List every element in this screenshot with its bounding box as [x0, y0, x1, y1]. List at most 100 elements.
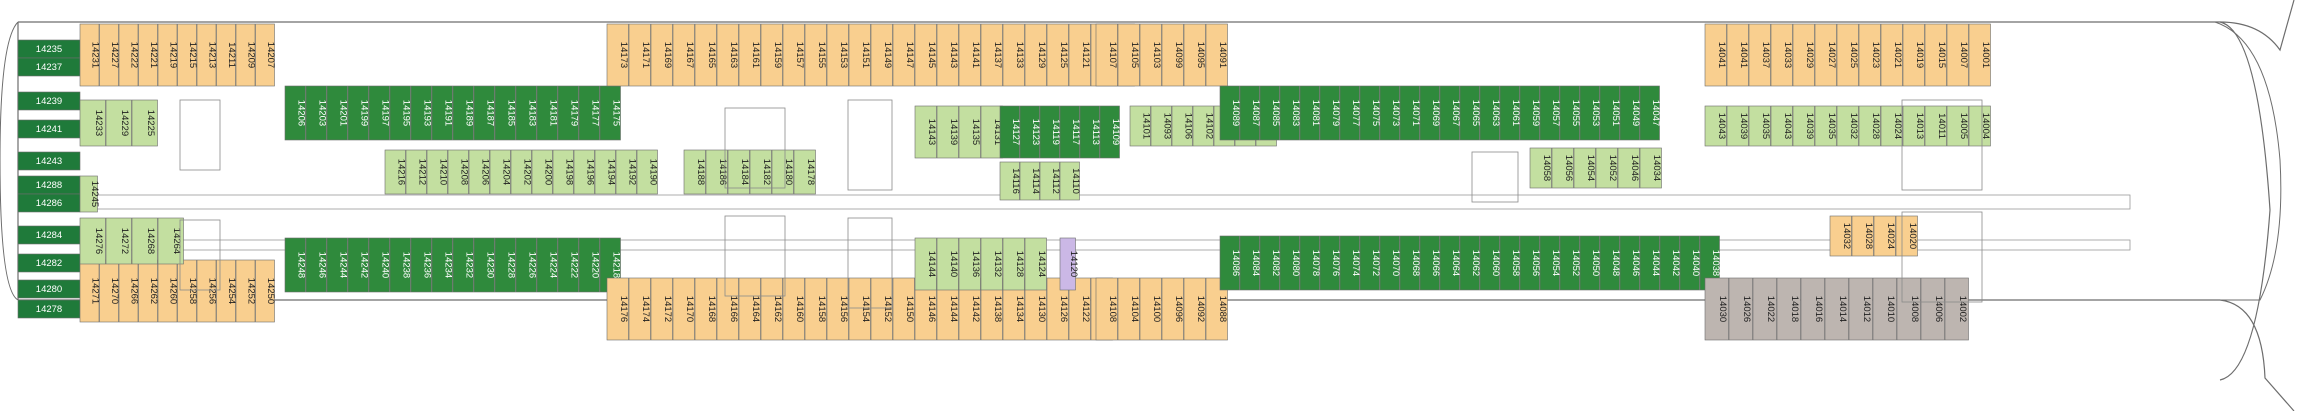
cabin-14172[interactable]: 14172	[650, 277, 673, 341]
cabin-14105[interactable]: 14105	[1117, 23, 1140, 87]
cabin-14160[interactable]: 14160	[782, 277, 805, 341]
cabin-14116[interactable]: 14116	[999, 161, 1021, 201]
cabin-14058[interactable]: 14058	[1499, 235, 1521, 291]
cabin-14048[interactable]: 14048	[1599, 235, 1621, 291]
cabin-14034[interactable]: 14034	[1639, 147, 1662, 189]
cabin-14139[interactable]: 14139	[936, 105, 959, 159]
cabin-14058[interactable]: 14058	[1529, 147, 1552, 189]
cabin-14006[interactable]: 14006	[1920, 277, 1945, 341]
cabin-14065[interactable]: 14065	[1459, 85, 1481, 141]
cabin-14002[interactable]: 14002	[1944, 277, 1969, 341]
cabin-14056[interactable]: 14056	[1519, 235, 1541, 291]
cabin-14180[interactable]: 14180	[771, 149, 794, 195]
cabin-14256[interactable]: 14256	[196, 259, 218, 323]
cabin-14182[interactable]: 14182	[749, 149, 772, 195]
cabin-14235[interactable]: 14235	[17, 39, 81, 59]
cabin-14062[interactable]: 14062	[1459, 235, 1481, 291]
cabin-14213[interactable]: 14213	[196, 23, 218, 87]
cabin-14189[interactable]: 14189	[452, 85, 474, 141]
cabin-14226[interactable]: 14226	[515, 237, 537, 293]
cabin-14096[interactable]: 14096	[1161, 277, 1184, 341]
cabin-14178[interactable]: 14178	[793, 149, 816, 195]
cabin-14140[interactable]: 14140	[936, 237, 959, 291]
cabin-14088[interactable]: 14088	[1205, 277, 1228, 341]
cabin-14232[interactable]: 14232	[452, 237, 474, 293]
cabin-14220[interactable]: 14220	[578, 237, 600, 293]
cabin-14264[interactable]: 14264	[157, 217, 184, 265]
cabin-14013[interactable]: 14013	[1902, 105, 1925, 147]
cabin-14032[interactable]: 14032	[1836, 105, 1859, 147]
cabin-14262[interactable]: 14262	[138, 259, 160, 323]
cabin-14099[interactable]: 14099	[1161, 23, 1184, 87]
cabin-14231[interactable]: 14231	[79, 23, 101, 87]
cabin-14011[interactable]: 14011	[1924, 105, 1947, 147]
cabin-14266[interactable]: 14266	[118, 259, 140, 323]
cabin-14187[interactable]: 14187	[473, 85, 495, 141]
cabin-14216[interactable]: 14216	[384, 149, 406, 195]
cabin-14138[interactable]: 14138	[980, 277, 1003, 341]
cabin-14158[interactable]: 14158	[804, 277, 827, 341]
cabin-14014[interactable]: 14014	[1824, 277, 1849, 341]
cabin-14057[interactable]: 14057	[1539, 85, 1561, 141]
cabin-14240[interactable]: 14240	[368, 237, 390, 293]
cabin-14234[interactable]: 14234	[431, 237, 453, 293]
cabin-14039[interactable]: 14039	[1726, 105, 1749, 147]
cabin-14197[interactable]: 14197	[368, 85, 390, 141]
cabin-14071[interactable]: 14071	[1399, 85, 1421, 141]
cabin-14029[interactable]: 14029	[1792, 23, 1815, 87]
cabin-14143[interactable]: 14143	[914, 105, 937, 159]
cabin-14081[interactable]: 14081	[1299, 85, 1321, 141]
cabin-14107[interactable]: 14107	[1095, 23, 1118, 87]
cabin-14067[interactable]: 14067	[1439, 85, 1461, 141]
cabin-14018[interactable]: 14018	[1776, 277, 1801, 341]
cabin-14007[interactable]: 14007	[1946, 23, 1969, 87]
cabin-14161[interactable]: 14161	[738, 23, 761, 87]
cabin-14066[interactable]: 14066	[1419, 235, 1441, 291]
cabin-14181[interactable]: 14181	[536, 85, 558, 141]
cabin-14125[interactable]: 14125	[1046, 23, 1069, 87]
cabin-14272[interactable]: 14272	[105, 217, 132, 265]
cabin-14248[interactable]: 14248	[284, 237, 306, 293]
cabin-14076[interactable]: 14076	[1319, 235, 1341, 291]
cabin-14119[interactable]: 14119	[1039, 105, 1061, 159]
cabin-14055[interactable]: 14055	[1559, 85, 1581, 141]
cabin-14193[interactable]: 14193	[410, 85, 432, 141]
cabin-14078[interactable]: 14078	[1299, 235, 1321, 291]
cabin-14243[interactable]: 14243	[17, 151, 81, 171]
cabin-14056[interactable]: 14056	[1551, 147, 1574, 189]
cabin-14224[interactable]: 14224	[536, 237, 558, 293]
cabin-14044[interactable]: 14044	[1639, 235, 1661, 291]
cabin-14195[interactable]: 14195	[389, 85, 411, 141]
cabin-14271[interactable]: 14271	[79, 259, 101, 323]
cabin-14106[interactable]: 14106	[1171, 105, 1193, 147]
cabin-14042[interactable]: 14042	[1659, 235, 1681, 291]
cabin-14072[interactable]: 14072	[1359, 235, 1381, 291]
cabin-14192[interactable]: 14192	[615, 149, 637, 195]
cabin-14089[interactable]: 14089	[1219, 85, 1241, 141]
cabin-14280[interactable]: 14280	[17, 279, 81, 299]
cabin-14169[interactable]: 14169	[650, 23, 673, 87]
cabin-14026[interactable]: 14026	[1728, 277, 1753, 341]
cabin-14101[interactable]: 14101	[1129, 105, 1151, 147]
cabin-14129[interactable]: 14129	[1024, 23, 1047, 87]
cabin-14144[interactable]: 14144	[914, 237, 937, 291]
cabin-14012[interactable]: 14012	[1848, 277, 1873, 341]
cabin-14201[interactable]: 14201	[326, 85, 348, 141]
cabin-14061[interactable]: 14061	[1499, 85, 1521, 141]
cabin-14236[interactable]: 14236	[410, 237, 432, 293]
cabin-14054[interactable]: 14054	[1539, 235, 1561, 291]
cabin-14084[interactable]: 14084	[1239, 235, 1261, 291]
cabin-14104[interactable]: 14104	[1117, 277, 1140, 341]
cabin-14103[interactable]: 14103	[1139, 23, 1162, 87]
cabin-14102[interactable]: 14102	[1192, 105, 1214, 147]
cabin-14199[interactable]: 14199	[347, 85, 369, 141]
cabin-14258[interactable]: 14258	[177, 259, 199, 323]
cabin-14028[interactable]: 14028	[1858, 105, 1881, 147]
cabin-14186[interactable]: 14186	[705, 149, 728, 195]
cabin-14222[interactable]: 14222	[557, 237, 579, 293]
cabin-14162[interactable]: 14162	[760, 277, 783, 341]
cabin-14024[interactable]: 14024	[1873, 215, 1896, 257]
cabin-14241[interactable]: 14241	[17, 119, 81, 139]
cabin-14004[interactable]: 14004	[1968, 105, 1991, 147]
cabin-14242[interactable]: 14242	[347, 237, 369, 293]
